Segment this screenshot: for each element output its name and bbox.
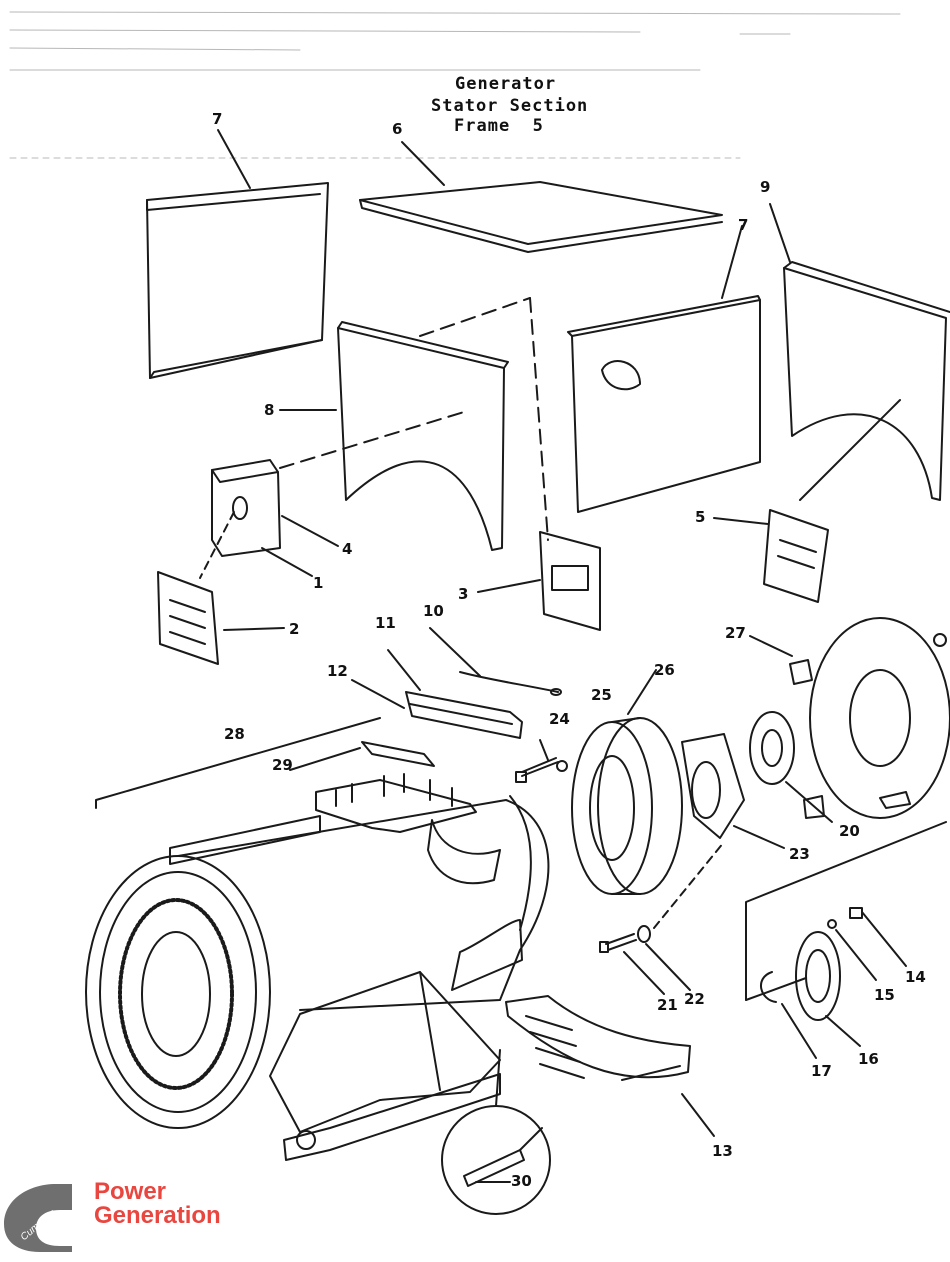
part-2-terminal-plate — [157, 571, 285, 665]
callout-29: 29 — [272, 756, 293, 774]
part-11-terminal-block — [351, 627, 562, 739]
part-27-end-bracket — [749, 617, 950, 819]
callout-16: 16 — [858, 1050, 879, 1068]
callout-17: 17 — [811, 1062, 832, 1080]
part-8-front-panel — [279, 297, 549, 551]
part-5-plate — [713, 509, 829, 603]
callout-8: 8 — [264, 401, 275, 419]
callout-5: 5 — [695, 508, 706, 526]
part-30-detail — [441, 1049, 551, 1215]
callout-6: 6 — [392, 120, 403, 138]
cummins-c-logo-icon: Cummins — [4, 1184, 72, 1252]
callout-28: 28 — [224, 725, 245, 743]
callout-12: 12 — [327, 662, 348, 680]
power-generation-logo: Power Generation — [94, 1180, 221, 1228]
part-3-regulator-plate — [477, 531, 601, 631]
part-14-17-end-cover — [745, 821, 947, 1059]
callout-7-left: 7 — [212, 110, 223, 128]
part-21-22-bolt-washer — [599, 841, 725, 995]
callout-4: 4 — [342, 540, 353, 558]
part-7-left-panel — [146, 129, 329, 379]
part-6-top-cover — [359, 141, 723, 253]
part-24-bolt — [515, 739, 559, 783]
callout-3: 3 — [458, 585, 469, 603]
callout-10: 10 — [423, 602, 444, 620]
callout-11: 11 — [375, 614, 396, 632]
part-13-air-guard — [505, 995, 715, 1137]
scan-noise — [9, 11, 901, 159]
part-7-right-panel — [567, 225, 761, 513]
title-line-1: Generator — [455, 74, 557, 94]
callout-25: 25 — [591, 686, 612, 704]
logo-line-power: Power — [94, 1178, 167, 1205]
callout-21: 21 — [657, 996, 678, 1014]
callout-27: 27 — [725, 624, 746, 642]
callout-22: 22 — [684, 990, 705, 1008]
callout-24: 24 — [549, 710, 570, 728]
callout-9: 9 — [760, 178, 771, 196]
part-4-1-junction-box — [199, 459, 339, 579]
part-9-far-panel — [769, 203, 950, 501]
part-23-hub — [681, 733, 785, 849]
callout-14: 14 — [905, 968, 926, 986]
main-stator-housing — [85, 795, 550, 1161]
callout-13: 13 — [712, 1142, 733, 1160]
callout-23: 23 — [789, 845, 810, 863]
title-line-3: Frame 5 — [454, 116, 544, 136]
part-26-exciter-stator — [571, 669, 683, 895]
logo-line-generation: Generation — [94, 1202, 221, 1229]
callout-20: 20 — [839, 822, 860, 840]
callout-30: 30 — [511, 1172, 532, 1190]
callout-15: 15 — [874, 986, 895, 1004]
part-25-washer — [556, 760, 568, 772]
part-29-plate — [289, 741, 435, 771]
callout-2: 2 — [289, 620, 300, 638]
part-28-bracket — [95, 717, 477, 833]
callout-1: 1 — [313, 574, 324, 592]
callout-26: 26 — [654, 661, 675, 679]
title-line-2: Stator Section — [431, 96, 589, 116]
callout-7-right: 7 — [738, 216, 749, 234]
